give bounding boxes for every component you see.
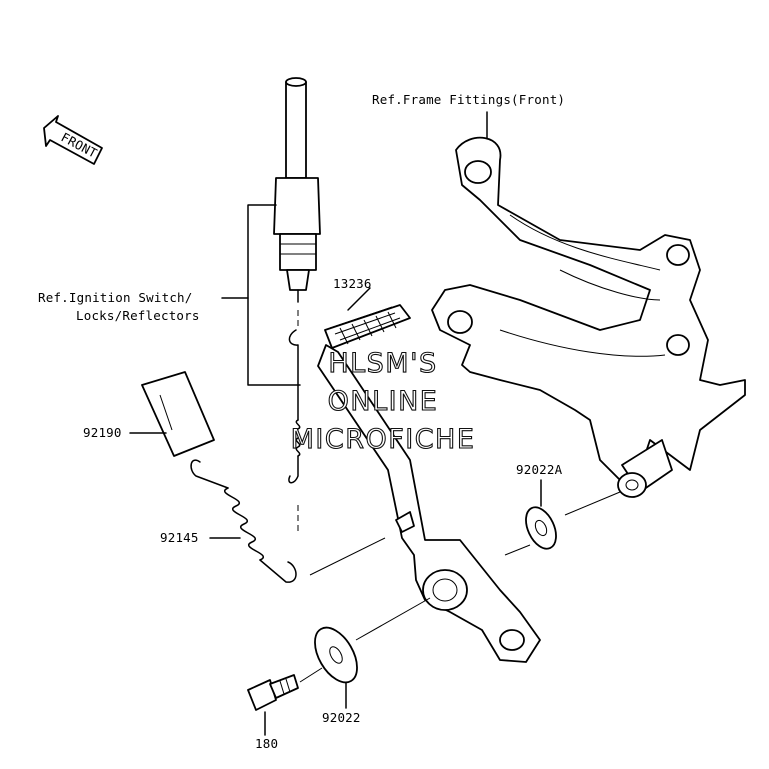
washer-92022: [314, 626, 358, 684]
brake-light-switch: [273, 77, 321, 303]
washer-92022A: [525, 506, 557, 550]
watermark-line2: ONLINE: [328, 386, 439, 417]
pedal-rubber-13236: [324, 304, 411, 349]
label-part-180: 180: [255, 736, 278, 751]
label-frame-ref: Ref.Frame Fittings(Front): [372, 92, 565, 107]
return-spring-92145: [190, 459, 297, 583]
watermark-line3: MICROFICHE: [291, 424, 476, 455]
frame-fitting-front: [431, 136, 746, 498]
brake-pedal: [317, 344, 541, 663]
label-part-92022A: 92022A: [516, 462, 563, 477]
label-part-92022: 92022: [322, 710, 361, 725]
watermark: HLSM'S ONLINE MICROFICHE: [290, 347, 476, 455]
label-part-13236: 13236: [333, 276, 372, 291]
label-part-92190: 92190: [83, 425, 122, 440]
alignment-lines: [299, 491, 621, 683]
switch-spring: [288, 310, 301, 532]
ignition-ref-bracket: [247, 204, 301, 386]
watermark-line1: HLSM'S: [328, 348, 437, 379]
bushing-92190: [141, 371, 215, 457]
label-part-92145: 92145: [160, 530, 199, 545]
bolt-180: [247, 674, 299, 711]
label-ignition-ref-line2: Locks/Reflectors: [76, 308, 200, 323]
front-arrow-icon: FRONT: [43, 115, 103, 165]
label-ignition-ref-line1: Ref.Ignition Switch/: [38, 290, 193, 305]
